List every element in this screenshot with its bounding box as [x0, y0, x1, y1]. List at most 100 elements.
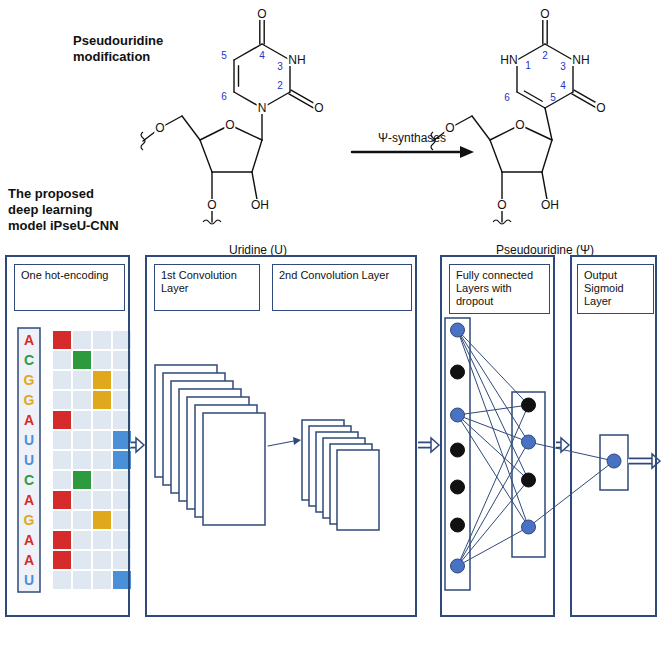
atom-label: NH: [287, 54, 306, 66]
matrix-cell: [93, 331, 111, 349]
layer-title: One hot-encoding: [14, 264, 125, 311]
arrow-shaft: [418, 442, 431, 449]
sequence-letter: G: [24, 393, 35, 407]
matrix-cell: [73, 391, 91, 409]
matrix-cell: [93, 351, 111, 369]
matrix-cell: [53, 531, 71, 549]
wavy-bond: [493, 220, 511, 224]
wavy-bond: [203, 220, 221, 224]
matrix-cell: [73, 411, 91, 429]
bond-line: [200, 140, 212, 172]
matrix-cell: [93, 511, 111, 529]
matrix-cell: [93, 431, 111, 449]
sequence-letter: G: [24, 373, 35, 387]
neuron: [451, 443, 465, 457]
sequence-letter: C: [24, 473, 34, 487]
matrix-cell: [53, 331, 71, 349]
molecule-structure: [431, 14, 602, 224]
matrix-cell: [93, 451, 111, 469]
layer-panel: Output Sigmoid Layer: [570, 255, 657, 617]
arrow-shaft-inner: [628, 459, 653, 463]
atom-label: O: [154, 122, 165, 134]
sequence-letter: C: [24, 353, 34, 367]
molecule-structure: [141, 14, 319, 224]
matrix-cell: [53, 511, 71, 529]
atom-label: O: [539, 8, 550, 20]
layer-panel: 1st Convolution Layer 2nd Convolution Lay…: [145, 255, 417, 617]
bond-line: [545, 44, 573, 60]
neuron: [451, 559, 465, 573]
matrix-cell: [53, 391, 71, 409]
matrix-cell: [53, 451, 71, 469]
convolution-stacks: [155, 365, 379, 530]
matrix-cell: [73, 331, 91, 349]
matrix-cell: [53, 471, 71, 489]
bond-line: [182, 116, 200, 140]
atom-label: O: [444, 122, 455, 134]
bond-line: [502, 171, 542, 172]
atom-label: O: [256, 8, 267, 20]
neural-network: [445, 318, 628, 590]
sequence-letter: U: [24, 453, 34, 467]
arrow-head: [431, 438, 439, 452]
atom-label: O: [224, 119, 235, 131]
sequence-letter: A: [24, 553, 34, 567]
sequence-letter: A: [24, 493, 34, 507]
atom-label: O: [206, 199, 217, 211]
output-box: [600, 435, 628, 490]
matrix-cell: [73, 491, 91, 509]
atom-number: 6: [221, 92, 227, 102]
atom-label: HN: [499, 54, 518, 66]
wavy-bond: [141, 132, 145, 150]
neuron: [451, 323, 465, 337]
matrix-cell: [53, 371, 71, 389]
matrix-cell: [93, 551, 111, 569]
atom-number: 5: [221, 51, 227, 61]
layer-title: 2nd Convolution Layer: [272, 264, 412, 311]
matrix-cell: [93, 491, 111, 509]
neuron: [522, 435, 536, 449]
layer-title: Output Sigmoid Layer: [577, 264, 654, 314]
sequence-letter: G: [24, 513, 35, 527]
matrix-cell: [53, 551, 71, 569]
layer-title: 1st Convolution Layer: [154, 264, 260, 311]
neuron: [522, 520, 536, 534]
atom-number: 6: [504, 93, 510, 103]
atom-label: O: [313, 102, 324, 114]
diagram-title: Pseudouridine modification: [73, 33, 173, 65]
arrow-head: [561, 438, 569, 452]
matrix-cell: [93, 571, 111, 589]
matrix-cell: [73, 531, 91, 549]
arrow-head: [293, 437, 301, 445]
flow-arrow: [555, 438, 569, 452]
matrix-cell: [73, 371, 91, 389]
reaction-arrow: [352, 146, 474, 158]
connection-line: [458, 415, 529, 527]
matrix-cell: [73, 571, 91, 589]
arrow-line: [352, 151, 462, 154]
matrix-cell: [53, 571, 71, 589]
sequence-letter: A: [24, 413, 34, 427]
connection-line: [458, 330, 529, 405]
bond-line: [472, 116, 490, 140]
bond-line: [252, 140, 262, 172]
connection-line: [458, 330, 529, 480]
atom-label: OH: [250, 199, 270, 211]
feature-map: [337, 450, 379, 530]
atom-label: O: [496, 199, 507, 211]
matrix-cell: [93, 531, 111, 549]
sequence-column: [18, 328, 40, 592]
connection-line: [458, 480, 529, 566]
atom-number: 1: [525, 61, 531, 71]
flow-arrow: [130, 438, 144, 452]
matrix-cell: [53, 491, 71, 509]
arrow-head: [460, 146, 474, 158]
matrix-cell: [73, 471, 91, 489]
bond-line: [545, 108, 552, 140]
atom-label: O: [595, 102, 606, 114]
connection-line: [458, 405, 529, 566]
arrow-head: [136, 438, 144, 452]
arrow-shaft: [629, 458, 652, 465]
